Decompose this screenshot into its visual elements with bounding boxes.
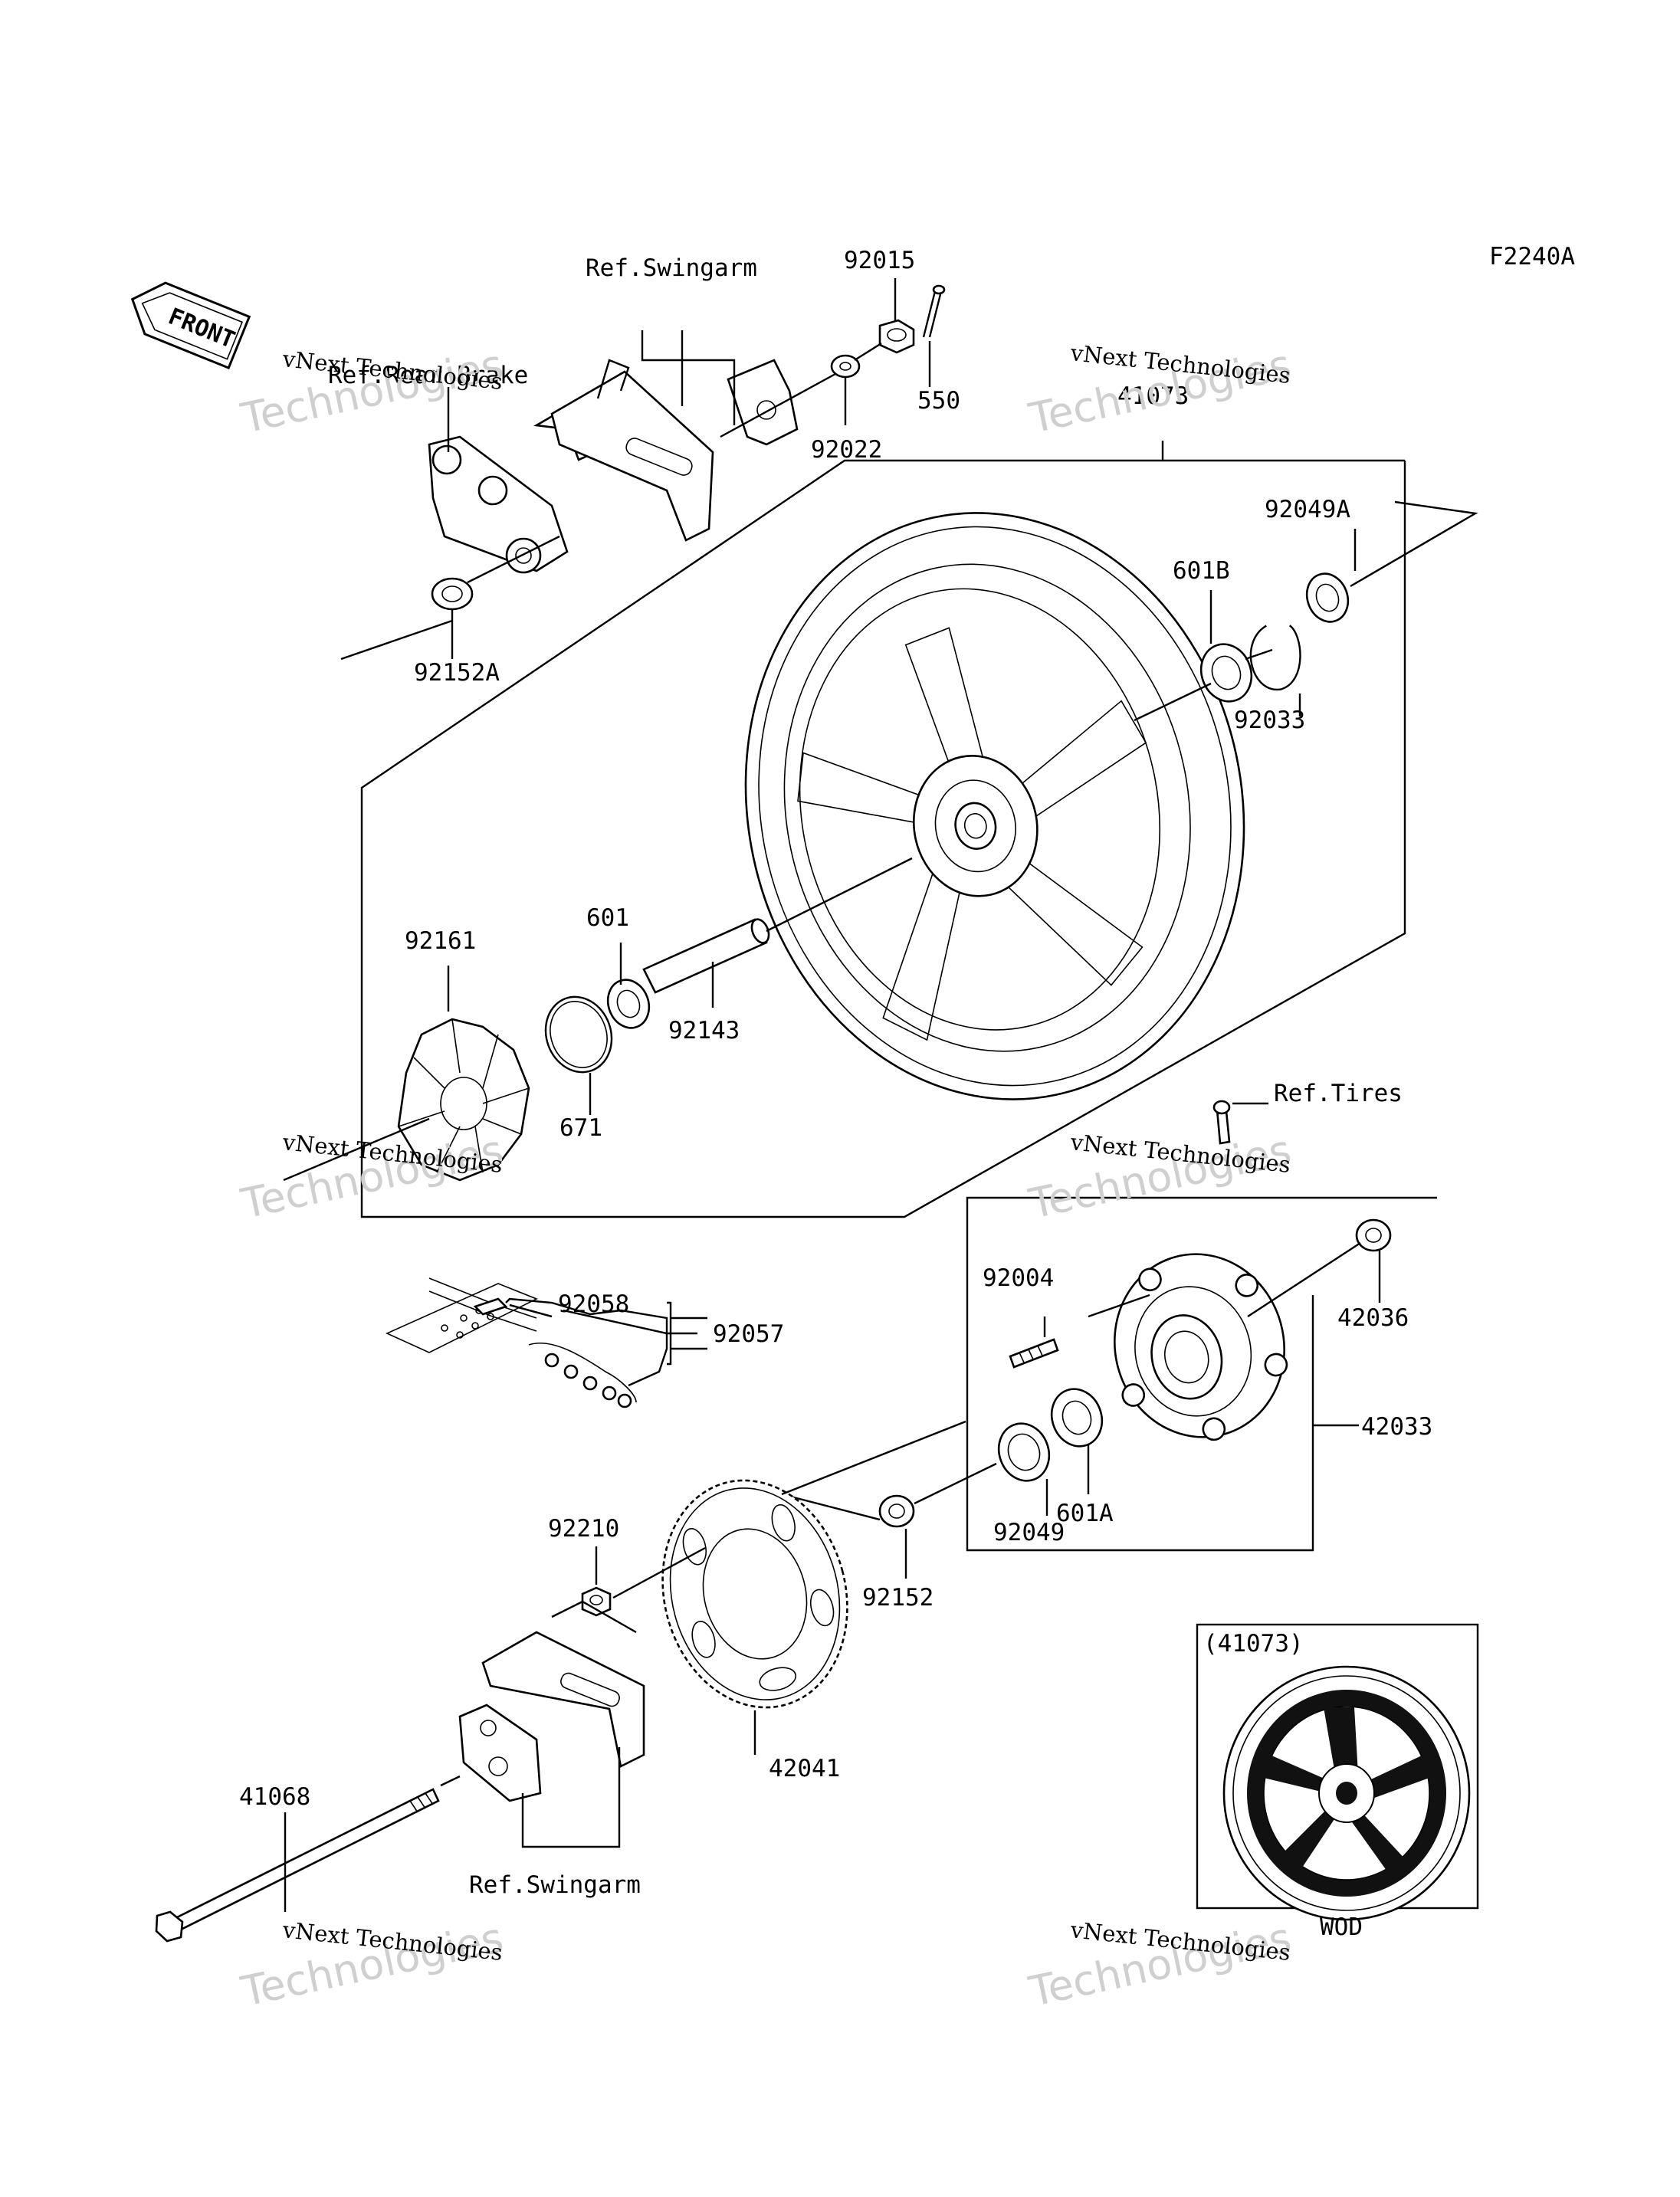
rear-axle-41068 [155,1788,440,1943]
label-42036: 42036 [1337,1304,1409,1332]
brake-caliper-bracket [428,435,569,574]
ref-tires: Ref.Tires [1274,1080,1403,1107]
watermark-2: Technologies vNext Technologies [1025,339,1295,443]
hub-damper-92161 [397,1018,530,1182]
watermark-4: Technologies vNext Technologies [1025,1126,1295,1228]
wheel-variant-wod [1222,1665,1471,1921]
label-92152: 92152 [862,1584,934,1612]
cotter-pin-550 [922,284,946,338]
oil-seal-92049 [997,1422,1051,1482]
bearing-601a [1050,1388,1104,1448]
label-41073: 41073 [1117,382,1189,410]
bearing-601 [606,979,651,1029]
label-41068: 41068 [239,1783,310,1811]
ref-rear-brake: Ref.Rear Brake [328,362,528,389]
watermark-3: Technologies vNext Technologies [237,1126,507,1228]
label-601: 601 [586,904,629,932]
label-601a: 601A [1056,1500,1114,1527]
spacer-92152a [431,577,474,611]
drive-chain-92057 [386,1277,637,1408]
front-arrow-icon: FRONT [130,281,251,370]
inset-variant: WOD [1320,1913,1363,1941]
label-92049: 92049 [993,1519,1065,1546]
spacer-42036 [1355,1218,1392,1252]
o-ring-671 [544,995,613,1074]
label-92152a: 92152A [414,659,500,687]
watermark-5: Technologies vNext Technologies [237,1913,507,2016]
sprocket-nut-92210 [581,1586,612,1617]
circlip-92033 [1249,625,1301,690]
rear-sprocket-42041 [661,1479,848,1709]
leader-lines [284,278,1381,1912]
inset-title: (41073) [1203,1630,1304,1658]
oil-seal-92049a [1305,572,1350,623]
label-601b: 601B [1173,557,1230,585]
label-92210: 92210 [548,1515,619,1543]
swingarm-bracket-bottom [458,1600,645,1802]
swingarm-bracket-top [533,359,799,542]
rear-wheel-41073 [744,512,1245,1100]
axle-nut-92015 [878,319,915,354]
label-92004: 92004 [983,1264,1054,1292]
ref-swingarm-bottom: Ref.Swingarm [469,1871,641,1899]
bearing-601b [1199,643,1253,703]
ref-swingarm-top: Ref.Swingarm [586,254,757,282]
label-92058: 92058 [558,1290,629,1318]
stud-92004 [1009,1338,1059,1369]
sprocket-hub-42033 [1114,1253,1288,1441]
collar-92143 [642,918,770,994]
label-550: 550 [917,387,960,415]
watermark-1: Technologies vNext Technologies [237,340,507,443]
label-671: 671 [559,1114,602,1142]
watermark-6: Technologies vNext Technologies [1025,1913,1295,2016]
label-92015: 92015 [844,247,915,274]
label-92143: 92143 [668,1017,740,1044]
label-42033: 42033 [1361,1413,1432,1441]
label-92057: 92057 [713,1320,784,1348]
wheel-assembly-frame [360,459,1406,1218]
figure-code: F2240A [1489,243,1575,271]
hub-assembly-frame [966,1196,1437,1552]
label-42041: 42041 [769,1755,840,1782]
label-92022: 92022 [811,436,882,464]
tire-valve [1212,1100,1231,1145]
spacer-92152 [878,1494,915,1528]
washer-92022 [830,354,861,379]
label-92033: 92033 [1234,707,1305,734]
label-92161: 92161 [405,927,476,955]
label-92049a: 92049A [1265,496,1350,523]
